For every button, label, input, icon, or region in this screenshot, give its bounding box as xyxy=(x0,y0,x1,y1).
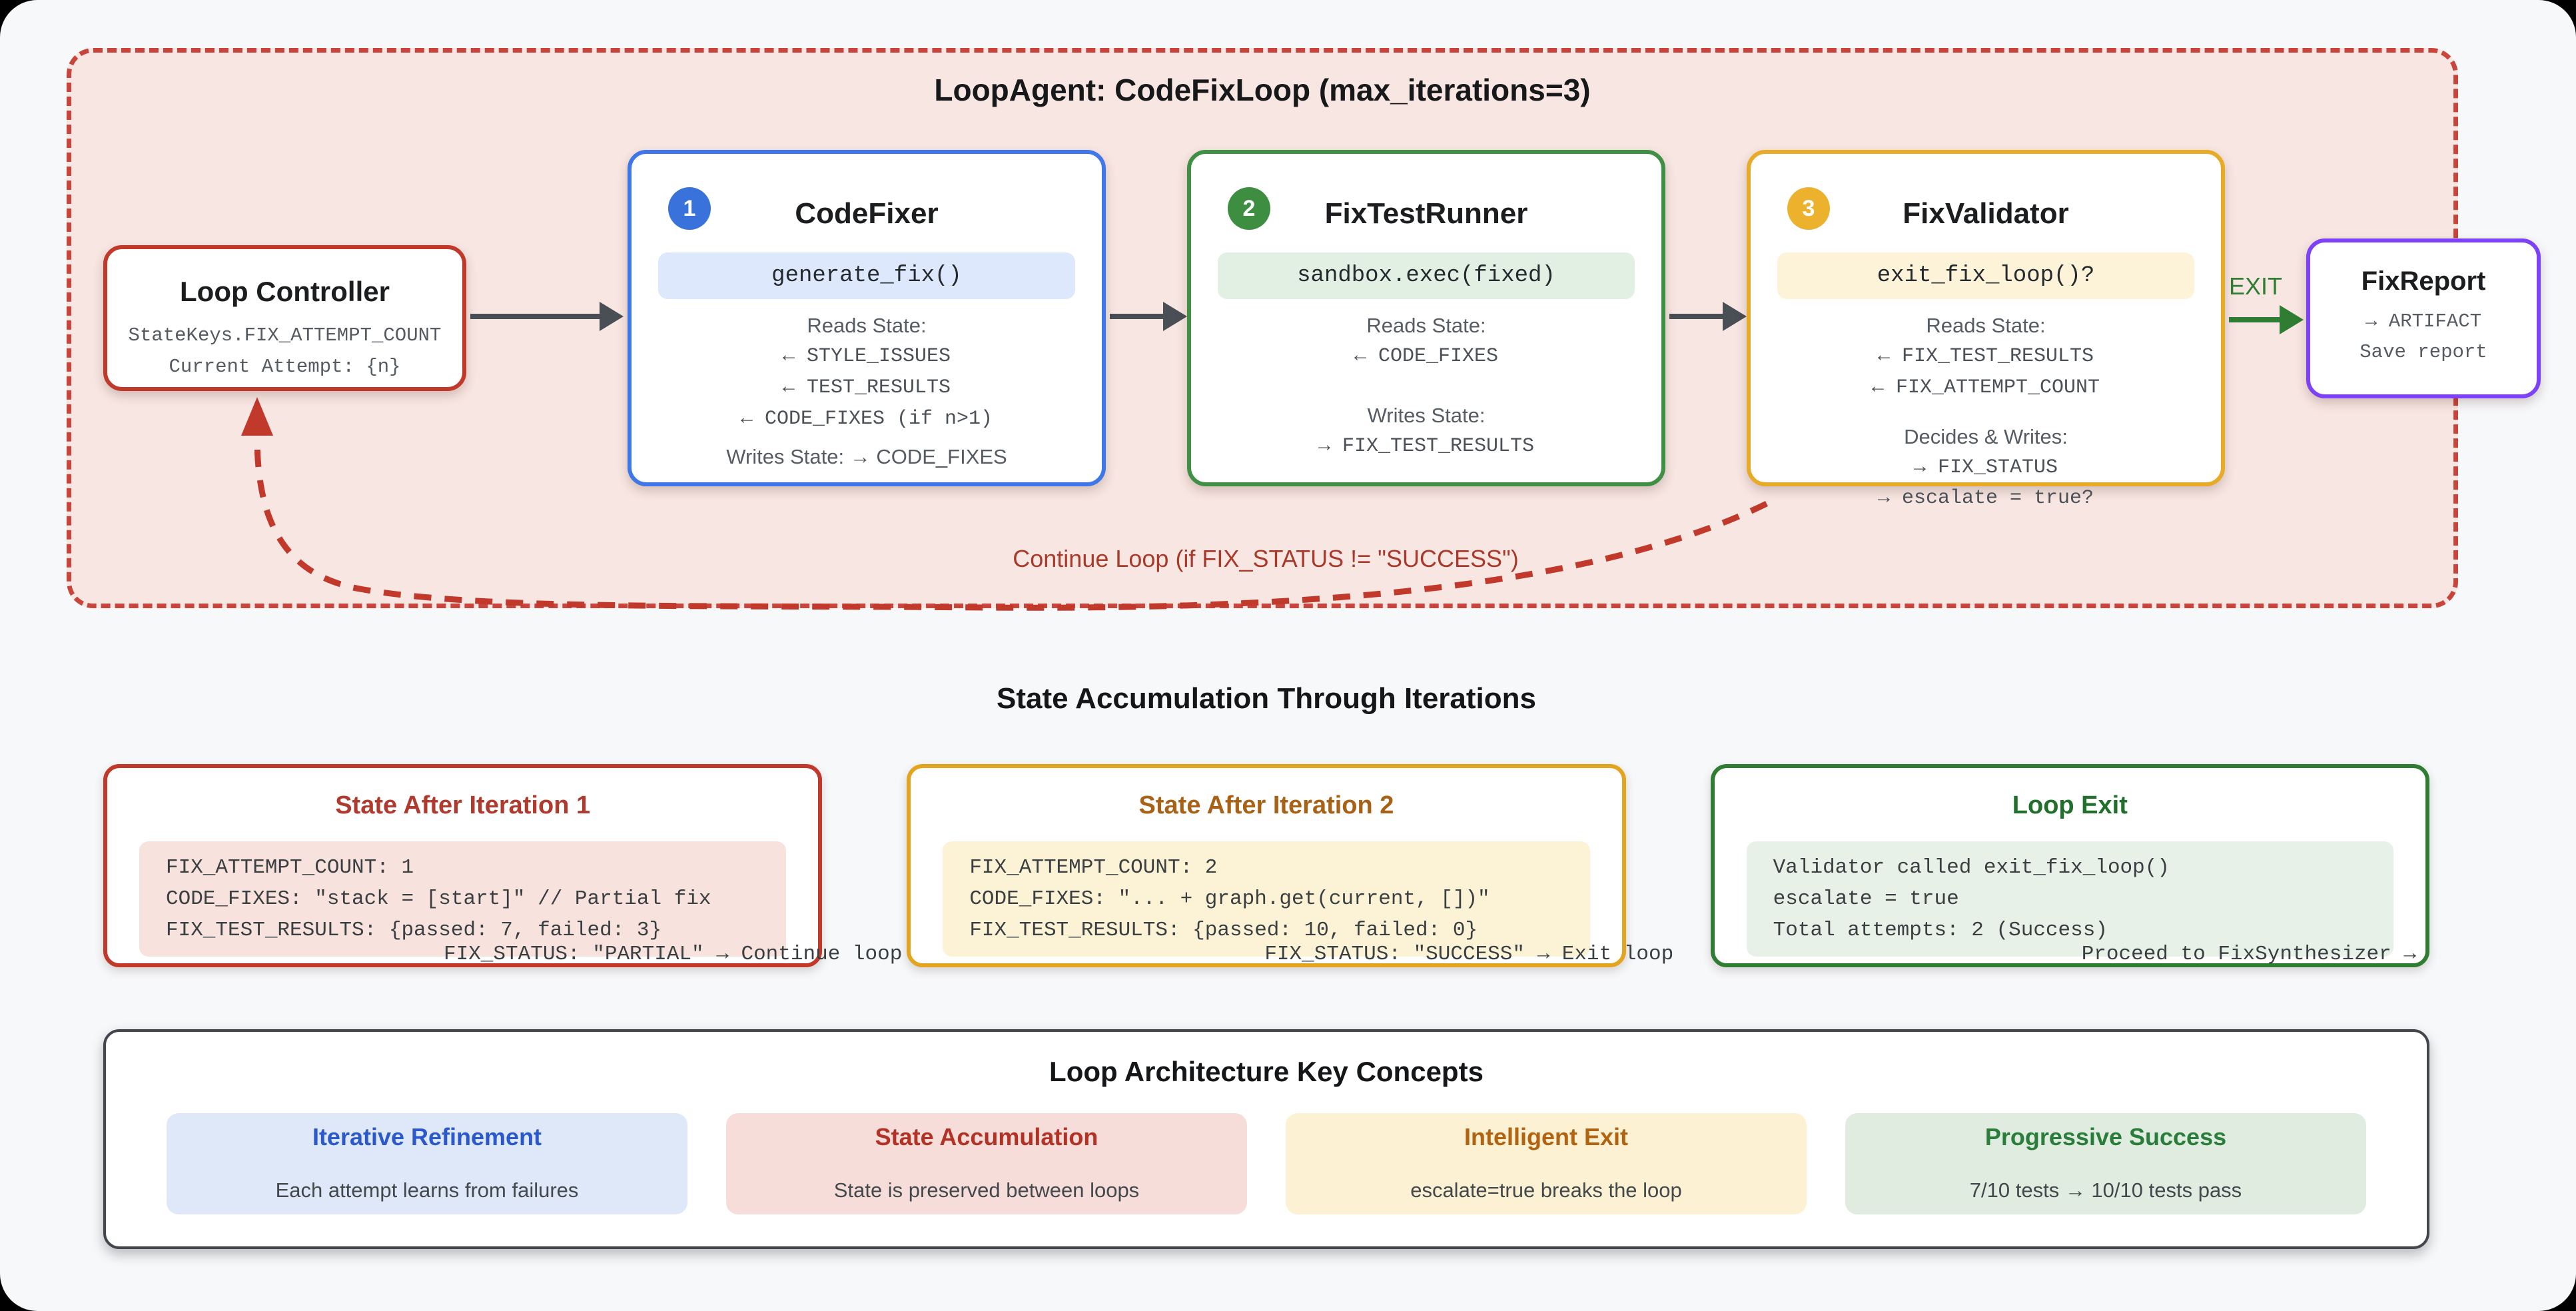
fixreport-line: Save report xyxy=(2360,341,2487,363)
node-codefixer: 1 CodeFixer generate_fix() Reads State: … xyxy=(628,150,1106,486)
step-3-badge: 3 xyxy=(1787,187,1830,230)
code-line: Validator called exit_fix_loop() xyxy=(1773,856,2170,879)
state-key-line: → FIX_STATUS xyxy=(1913,456,2058,479)
flow-arrow-testrunner-to-validator xyxy=(1669,302,1747,331)
node-fixreport: FixReport → ARTIFACT Save report xyxy=(2306,238,2541,398)
codefixer-title: CodeFixer xyxy=(795,197,939,230)
fixvalidator-title: FixValidator xyxy=(1903,197,2069,230)
concept-title: Progressive Success xyxy=(1984,1123,2227,1150)
escalate-overflow-line: → escalate = true? xyxy=(1877,487,2094,510)
code-line: FIX_ATTEMPT_COUNT: 1 xyxy=(166,856,414,879)
fixtestrunner-body: Reads State: ← CODE_FIXES Writes State: … xyxy=(1191,310,1661,462)
codefixer-body: Reads State: ← STYLE_ISSUES ← TEST_RESUL… xyxy=(632,310,1102,472)
concept-desc: State is preserved between loops xyxy=(833,1178,1140,1202)
step-1-badge: 1 xyxy=(668,187,711,230)
state-card-iteration-1: State After Iteration 1 FIX_ATTEMPT_COUN… xyxy=(103,764,902,967)
exit-label: EXIT xyxy=(2228,272,2282,300)
state-key-line: ← CODE_FIXES xyxy=(1354,345,1499,368)
state-key-line: ← FIX_ATTEMPT_COUNT xyxy=(1871,376,2100,399)
state-overflow-line: Proceed to FixSynthesizer → xyxy=(2081,943,2416,966)
concept-card-iterative-refinement: Iterative Refinement Each attempt learns… xyxy=(167,1113,687,1214)
loop-agent-title: LoopAgent: CodeFixLoop (max_iterations=3… xyxy=(934,73,1591,107)
loop-controller-line: Current Attempt: {n} xyxy=(169,356,401,378)
state-card-loop-exit: Loop Exit Validator called exit_fix_loop… xyxy=(1710,764,2429,967)
codefixer-function-pill: generate_fix() xyxy=(658,252,1075,299)
state-key-line: ← FIX_TEST_RESULTS xyxy=(1877,345,2094,368)
state-section-title: State Accumulation Through Iterations xyxy=(997,682,1536,715)
node-loop-controller: Loop Controller StateKeys.FIX_ATTEMPT_CO… xyxy=(103,245,466,391)
code-line: Total attempts: 2 (Success) xyxy=(1773,919,2108,942)
fixreport-line: → ARTIFACT xyxy=(2365,310,2482,332)
state-code-block: FIX_ATTEMPT_COUNT: 2 CODE_FIXES: "... + … xyxy=(943,841,1590,957)
concept-card-intelligent-exit: Intelligent Exit escalate=true breaks th… xyxy=(1286,1113,1807,1214)
state-key-line: → FIX_TEST_RESULTS xyxy=(1318,435,1535,458)
state-key-line: ← TEST_RESULTS xyxy=(782,376,951,399)
code-line: CODE_FIXES: "stack = [start]" // Partial… xyxy=(166,887,711,911)
fixvalidator-body: Reads State: ← FIX_TEST_RESULTS ← FIX_AT… xyxy=(1751,310,2221,484)
loop-controller-title: Loop Controller xyxy=(180,276,390,307)
writes-state-label: Writes State: → CODE_FIXES xyxy=(726,445,1007,468)
state-overflow-line: FIX_STATUS: "PARTIAL" → Continue loop xyxy=(444,943,903,966)
reads-state-label: Reads State: xyxy=(1926,314,2046,337)
reads-state-label: Reads State: xyxy=(1366,314,1486,337)
key-concepts-row: Iterative Refinement Each attempt learns… xyxy=(106,1113,2427,1214)
state-card-title: Loop Exit xyxy=(2012,791,2128,819)
loop-controller-body: StateKeys.FIX_ATTEMPT_COUNT Current Atte… xyxy=(107,320,462,382)
state-cards-row: State After Iteration 1 FIX_ATTEMPT_COUN… xyxy=(103,764,2429,967)
concept-title: Iterative Refinement xyxy=(312,1123,542,1150)
node-fixtestrunner: 2 FixTestRunner sandbox.exec(fixed) Read… xyxy=(1187,150,1665,486)
state-card-iteration-2: State After Iteration 2 FIX_ATTEMPT_COUN… xyxy=(907,764,1673,967)
fixreport-body: → ARTIFACT Save report xyxy=(2310,306,2537,368)
concept-desc: 7/10 tests → 10/10 tests pass xyxy=(1969,1178,2242,1202)
loop-controller-line: StateKeys.FIX_ATTEMPT_COUNT xyxy=(128,324,442,346)
code-line: escalate = true xyxy=(1773,887,1959,911)
node-fixvalidator: 3 FixValidator exit_fix_loop()? Reads St… xyxy=(1747,150,2225,510)
state-card-title: State After Iteration 2 xyxy=(1138,791,1394,819)
code-line: FIX_ATTEMPT_COUNT: 2 xyxy=(969,856,1218,879)
code-line: FIX_TEST_RESULTS: {passed: 7, failed: 3} xyxy=(166,919,662,942)
code-line: FIX_TEST_RESULTS: {passed: 10, failed: 0… xyxy=(969,919,1478,942)
flow-arrow-controller-to-codefixer xyxy=(470,302,624,331)
state-code-block: Validator called exit_fix_loop() escalat… xyxy=(1746,841,2393,957)
fixvalidator-function-pill: exit_fix_loop()? xyxy=(1777,252,2194,299)
key-concepts-title: Loop Architecture Key Concepts xyxy=(1049,1056,1484,1087)
writes-state-label: Writes State: xyxy=(1367,404,1486,427)
code-line: CODE_FIXES: "... + graph.get(current, []… xyxy=(969,887,1490,911)
flow-arrow-codefixer-to-testrunner xyxy=(1110,302,1187,331)
state-overflow-line: FIX_STATUS: "SUCCESS" → Exit loop xyxy=(1264,943,1674,966)
step-2-badge: 2 xyxy=(1228,187,1270,230)
state-key-line: ← STYLE_ISSUES xyxy=(782,345,951,368)
concept-card-progressive-success: Progressive Success 7/10 tests → 10/10 t… xyxy=(1845,1113,2366,1214)
concept-title: State Accumulation xyxy=(875,1123,1098,1150)
exit-arrow xyxy=(2229,305,2304,334)
decides-writes-label: Decides & Writes: xyxy=(1904,425,2068,448)
state-code-block: FIX_ATTEMPT_COUNT: 1 CODE_FIXES: "stack … xyxy=(139,841,787,957)
key-concepts-panel: Loop Architecture Key Concepts Iterative… xyxy=(103,1029,2429,1249)
fixtestrunner-function-pill: sandbox.exec(fixed) xyxy=(1218,252,1635,299)
fixtestrunner-title: FixTestRunner xyxy=(1324,197,1528,230)
concept-card-state-accumulation: State Accumulation State is preserved be… xyxy=(726,1113,1247,1214)
continue-loop-label: Continue Loop (if FIX_STATUS != "SUCCESS… xyxy=(1013,545,1519,572)
concept-desc: Each attempt learns from failures xyxy=(275,1178,579,1202)
state-card-title: State After Iteration 1 xyxy=(335,791,591,819)
concept-title: Intelligent Exit xyxy=(1464,1123,1629,1150)
fixreport-title: FixReport xyxy=(2361,266,2486,296)
reads-state-label: Reads State: xyxy=(807,314,927,337)
state-key-line: ← CODE_FIXES (if n>1) xyxy=(740,408,993,430)
concept-desc: escalate=true breaks the loop xyxy=(1410,1178,1682,1202)
